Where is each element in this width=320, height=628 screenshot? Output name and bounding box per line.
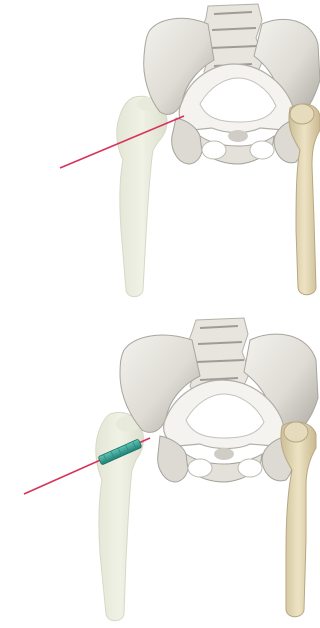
right-femur xyxy=(281,422,316,617)
panel-top xyxy=(0,0,320,314)
pelvis xyxy=(144,4,320,164)
pelvis-render-top xyxy=(0,0,320,314)
panel-bottom xyxy=(0,314,320,628)
pelvis-render-bottom xyxy=(0,314,320,628)
right-femur xyxy=(289,104,320,295)
